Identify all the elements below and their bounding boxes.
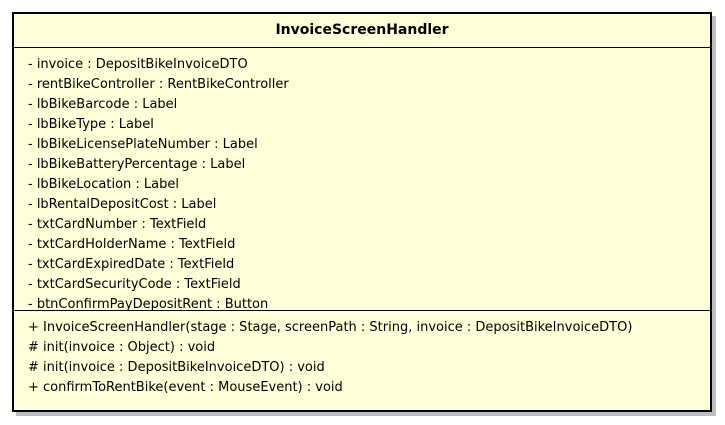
attribute-row: - lbBikeBarcode : Label bbox=[28, 97, 178, 112]
class-name: InvoiceScreenHandler bbox=[14, 14, 710, 48]
attribute-row: - rentBikeController : RentBikeControlle… bbox=[28, 77, 289, 92]
method-row: + InvoiceScreenHandler(stage : Stage, sc… bbox=[28, 320, 633, 335]
attribute-row: - txtCardHolderName : TextField bbox=[28, 237, 236, 252]
attribute-row: - btnConfirmPayDepositRent : Button bbox=[28, 297, 269, 312]
attribute-row: - lbBikeLicensePlateNumber : Label bbox=[28, 137, 258, 152]
attribute-row: - txtCardExpiredDate : TextField bbox=[28, 257, 235, 272]
methods-section: + InvoiceScreenHandler(stage : Stage, sc… bbox=[14, 311, 710, 398]
method-row: + confirmToRentBike(event : MouseEvent) … bbox=[28, 380, 343, 395]
attribute-row: - invoice : DepositBikeInvoiceDTO bbox=[28, 57, 248, 72]
method-row: # init(invoice : DepositBikeInvoiceDTO) … bbox=[28, 360, 325, 375]
attribute-row: - lbBikeType : Label bbox=[28, 117, 154, 132]
attribute-row: - lbBikeLocation : Label bbox=[28, 177, 179, 192]
attribute-row: - lbRentalDepositCost : Label bbox=[28, 197, 217, 212]
attribute-row: - txtCardNumber : TextField bbox=[28, 217, 207, 232]
uml-class-box: InvoiceScreenHandler - invoice : Deposit… bbox=[12, 12, 712, 412]
attributes-section: - invoice : DepositBikeInvoiceDTO - rent… bbox=[14, 48, 710, 312]
attribute-row: - txtCardSecurityCode : TextField bbox=[28, 277, 241, 292]
attribute-row: - lbBikeBatteryPercentage : Label bbox=[28, 157, 246, 172]
method-row: # init(invoice : Object) : void bbox=[28, 340, 216, 355]
